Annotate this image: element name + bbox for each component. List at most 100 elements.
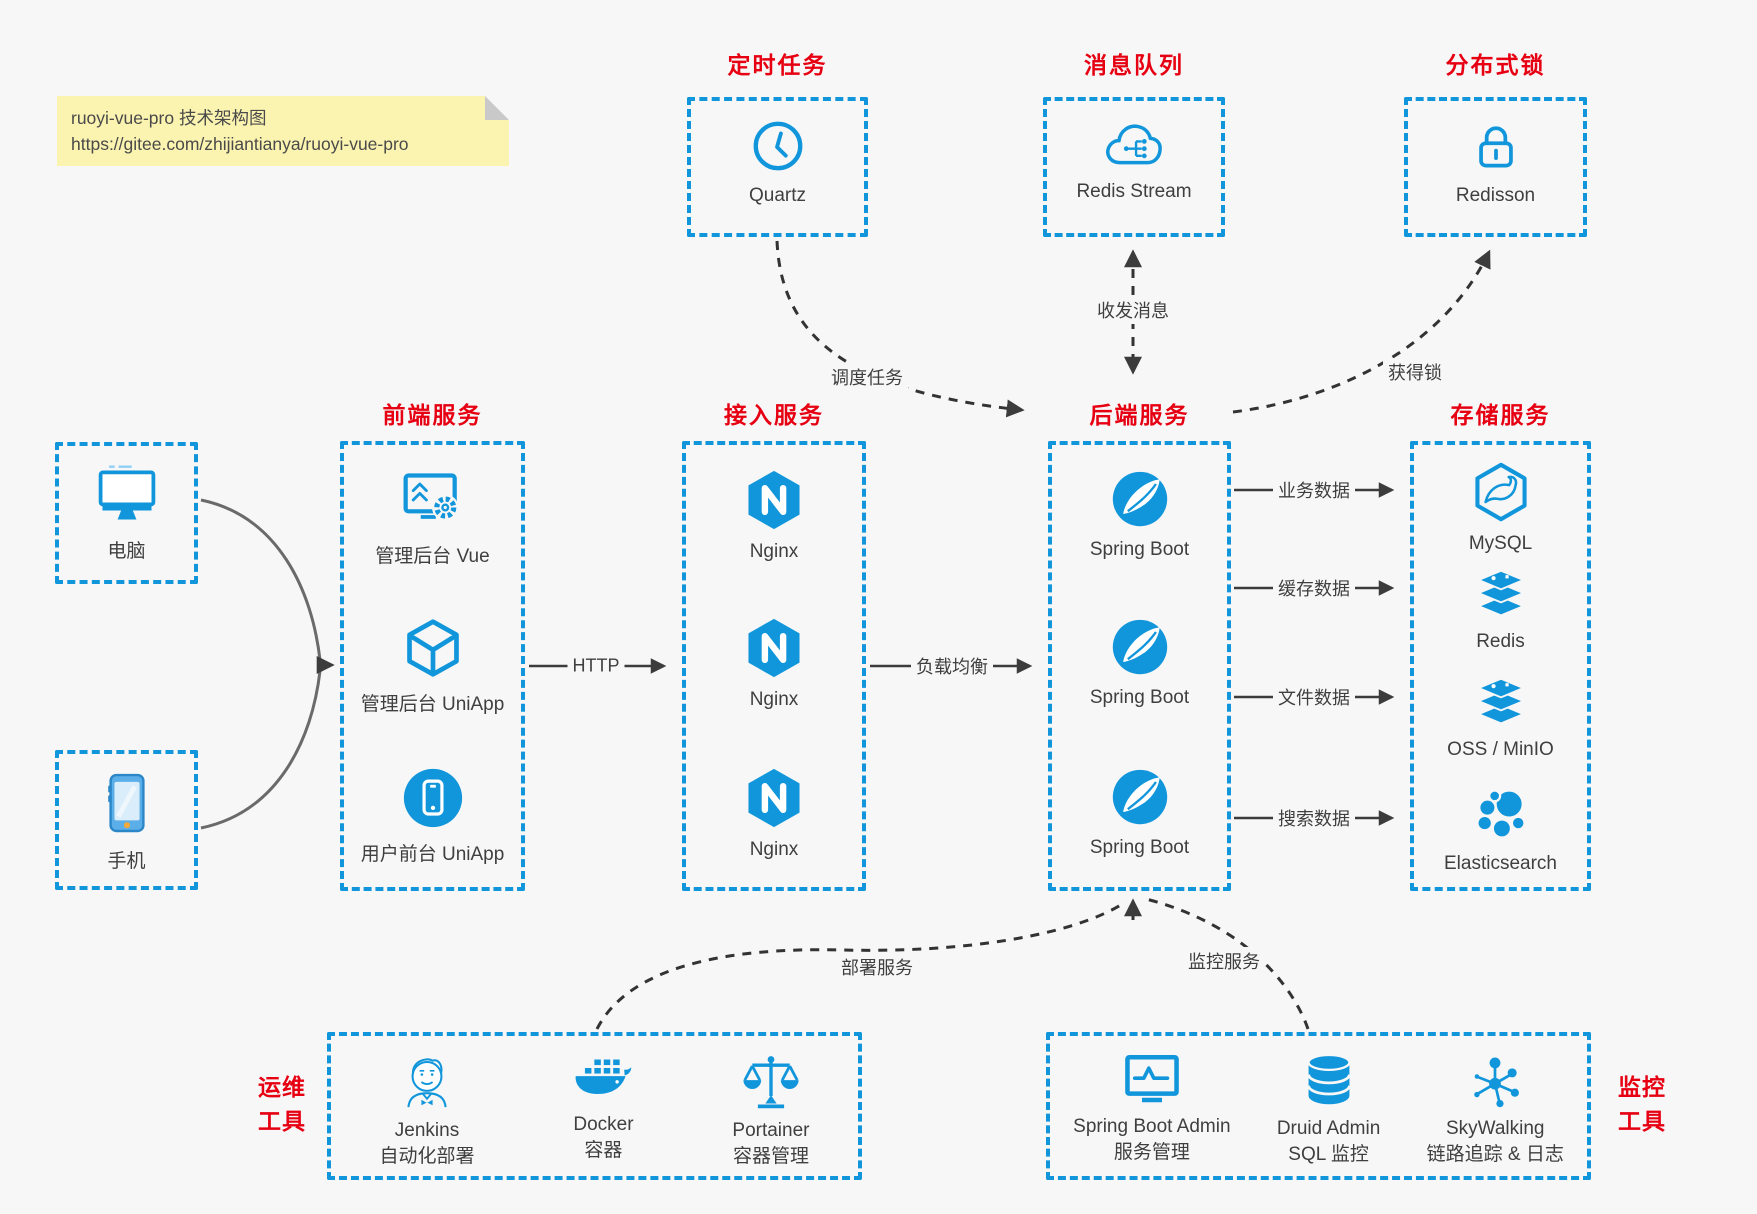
- nginx-icon: [748, 470, 800, 530]
- backend-services-title: 后端服务: [1089, 402, 1190, 428]
- edge-label-business-data: 业务数据: [1273, 476, 1355, 504]
- edge-label-cache-data: 缓存数据: [1273, 574, 1355, 602]
- storage-services-box: MySQL Redis OSS / MinIO: [1410, 441, 1591, 891]
- mysql-icon: [1474, 462, 1527, 522]
- edge-label-deploy: 部署服务: [836, 953, 918, 981]
- cloud-mq-icon: [1106, 124, 1162, 165]
- monitoring-item-name: SkyWalking: [1445, 1118, 1545, 1139]
- message-queue-box: Redis Stream: [1043, 97, 1225, 237]
- edge-label-lock: 获得锁: [1383, 358, 1447, 386]
- storage-services-title: 存储服务: [1450, 402, 1551, 428]
- distributed-lock-box: Redisson: [1404, 97, 1587, 237]
- ops-item-name: Jenkins: [394, 1120, 460, 1141]
- note-fold-corner: [485, 96, 509, 120]
- backend-item-spring-2: Spring Boot: [1052, 617, 1227, 709]
- monitoring-tools-title-line1: 监控: [1618, 1074, 1666, 1100]
- user-uniapp-icon: [403, 768, 462, 828]
- edge-label-monitor: 监控服务: [1183, 947, 1265, 975]
- client-phone-box: 手机: [55, 750, 198, 890]
- lock-icon: [1478, 126, 1513, 168]
- item-label: Nginx: [749, 689, 799, 710]
- gateway-services-title: 接入服务: [724, 402, 824, 428]
- scheduled-job-box: Quartz: [687, 97, 868, 237]
- elasticsearch-icon: [1475, 789, 1526, 839]
- frontend-services-box: 管理后台 Vue 管理后台 UniApp 用户前台 UniApp: [340, 441, 525, 891]
- scheduled-job-title: 定时任务: [727, 52, 828, 78]
- phone-icon: [107, 773, 145, 833]
- item-label: 管理后台 Vue: [375, 546, 490, 567]
- item-label: Nginx: [749, 839, 799, 860]
- monitoring-item-skywalking: SkyWalking 链路追踪 & 日志: [1427, 1052, 1564, 1168]
- scheduled-job-label: Quartz: [748, 185, 807, 206]
- storage-item-oss: OSS / MinIO: [1414, 675, 1587, 761]
- distributed-lock-title: 分布式锁: [1445, 52, 1546, 78]
- frontend-item-admin-vue: 管理后台 Vue: [344, 469, 521, 568]
- sticky-note: ruoyi-vue-pro 技术架构图 https://gitee.com/zh…: [57, 96, 509, 166]
- storage-item-mysql: MySQL: [1414, 461, 1587, 555]
- gateway-item-nginx-2: Nginx: [686, 617, 862, 711]
- uniapp-cube-icon: [406, 619, 459, 677]
- computer-icon: [98, 465, 155, 520]
- ops-item-desc: 容器管理: [732, 1146, 809, 1167]
- ops-item-desc: 自动化部署: [379, 1146, 475, 1167]
- ops-item-portainer: Portainer 容器管理: [732, 1052, 810, 1170]
- jenkins-icon: [407, 1058, 447, 1108]
- ops-item-name: Docker: [573, 1114, 634, 1135]
- distributed-lock-label: Redisson: [1455, 185, 1536, 206]
- edge-label-schedule: 调度任务: [826, 363, 908, 391]
- oss-icon: [1475, 677, 1526, 725]
- spring-boot-icon: [1112, 619, 1167, 675]
- backend-item-spring-3: Spring Boot: [1052, 767, 1227, 859]
- portainer-icon: [743, 1056, 799, 1109]
- item-label: Spring Boot: [1089, 837, 1190, 858]
- monitoring-tools-side-title: 监控 工具: [1606, 1070, 1678, 1138]
- spring-boot-icon: [1112, 471, 1167, 527]
- edge-label-load-balance: 负载均衡: [911, 652, 993, 680]
- monitoring-tools-box: Spring Boot Admin 服务管理 Druid Admin SQL 监…: [1046, 1032, 1591, 1180]
- druid-icon: [1306, 1053, 1351, 1105]
- gateway-item-nginx-1: Nginx: [686, 469, 862, 563]
- item-label: Elasticsearch: [1444, 853, 1557, 874]
- storage-item-elasticsearch: Elasticsearch: [1414, 785, 1587, 875]
- frontend-services-title: 前端服务: [382, 402, 483, 428]
- ops-item-docker: Docker 容器: [571, 1052, 635, 1164]
- client-pc-box: 电脑: [55, 442, 198, 584]
- skywalking-icon: [1474, 1057, 1520, 1108]
- gateway-services-box: Nginx Nginx Nginx: [682, 441, 866, 891]
- edge-label-file-data: 文件数据: [1273, 683, 1355, 711]
- nginx-icon: [748, 618, 800, 678]
- message-queue-title: 消息队列: [1084, 52, 1184, 78]
- clock-icon: [753, 121, 802, 171]
- monitoring-item-name: Druid Admin: [1276, 1118, 1381, 1139]
- ops-item-jenkins: Jenkins 自动化部署: [379, 1052, 474, 1170]
- storage-item-redis: Redis: [1414, 567, 1587, 653]
- spring-boot-admin-icon: [1125, 1055, 1179, 1103]
- ops-tools-box: Jenkins 自动化部署 Docker 容器: [327, 1032, 862, 1180]
- monitoring-item-desc: SQL 监控: [1288, 1144, 1369, 1165]
- monitoring-item-desc: 链路追踪 & 日志: [1426, 1144, 1564, 1165]
- gateway-item-nginx-3: Nginx: [686, 767, 862, 861]
- item-label: 管理后台 UniApp: [360, 694, 505, 715]
- monitoring-tools-title-line2: 工具: [1618, 1108, 1666, 1134]
- monitoring-item-name: Spring Boot Admin: [1073, 1116, 1231, 1137]
- backend-services-box: Spring Boot Spring Boot Spring Boot: [1048, 441, 1231, 891]
- item-label: Spring Boot: [1089, 687, 1190, 708]
- item-label: Nginx: [749, 541, 799, 562]
- ops-tools-title-line1: 运维: [258, 1074, 306, 1100]
- note-url: https://gitee.com/zhijiantianya/ruoyi-vu…: [71, 134, 409, 154]
- backend-item-spring-1: Spring Boot: [1052, 469, 1227, 561]
- frontend-item-admin-uniapp: 管理后台 UniApp: [344, 617, 521, 716]
- docker-icon: [576, 1058, 632, 1095]
- item-label: Redis: [1476, 631, 1525, 652]
- edge-label-search-data: 搜索数据: [1273, 804, 1355, 832]
- ops-tools-side-title: 运维 工具: [246, 1070, 318, 1138]
- monitoring-item-desc: 服务管理: [1113, 1142, 1190, 1163]
- ops-item-desc: 容器: [584, 1140, 623, 1161]
- monitoring-item-druid: Druid Admin SQL 监控: [1276, 1052, 1381, 1168]
- message-queue-label: Redis Stream: [1076, 181, 1192, 202]
- ops-item-name: Portainer: [732, 1120, 810, 1141]
- item-label: Spring Boot: [1089, 539, 1190, 560]
- nginx-icon: [748, 768, 800, 828]
- item-label: MySQL: [1468, 533, 1533, 554]
